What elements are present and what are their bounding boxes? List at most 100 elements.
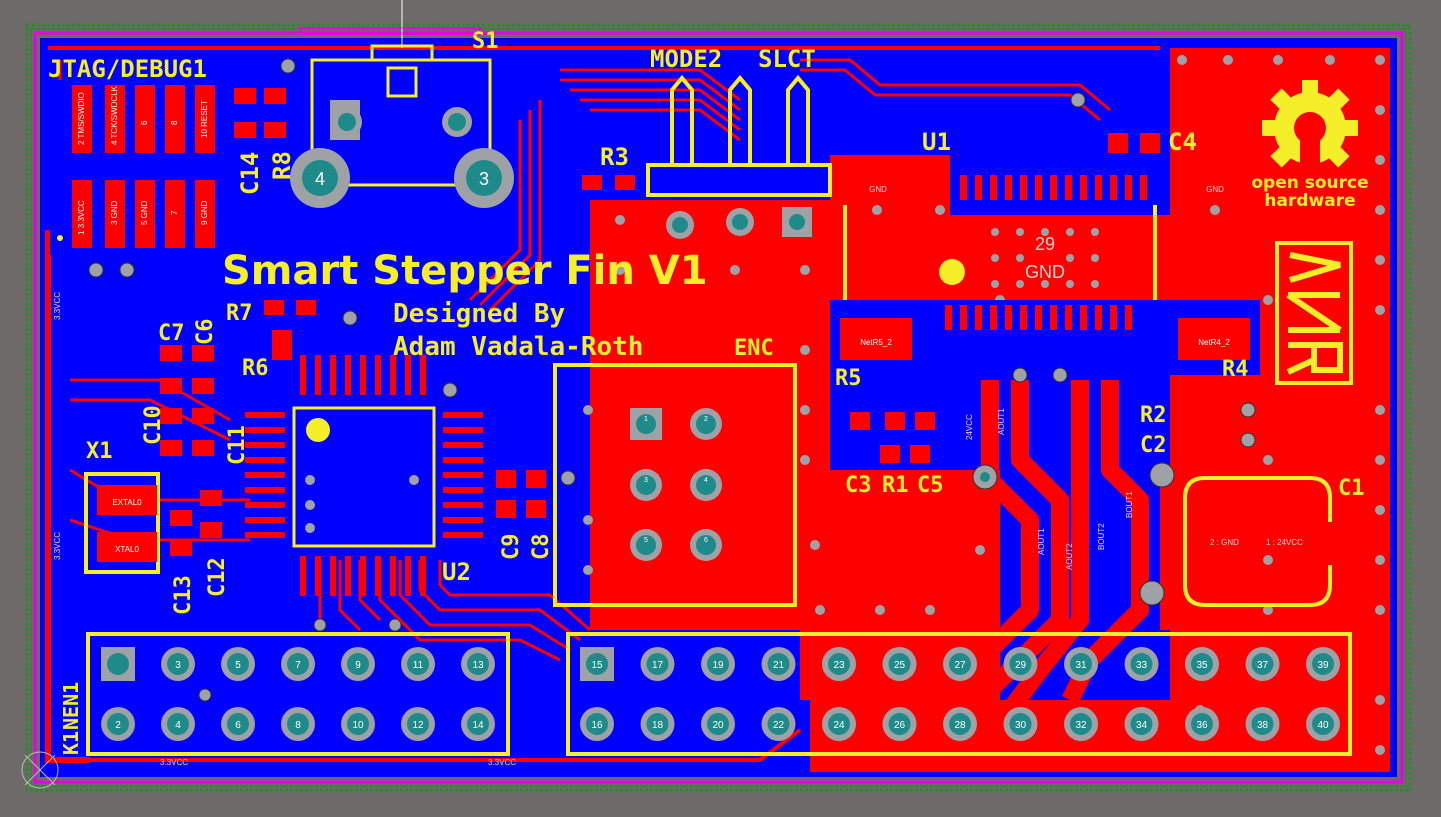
header-pad-drill — [1251, 713, 1274, 735]
header-pad-drill — [227, 713, 249, 735]
mcu-u2[interactable] — [245, 355, 483, 596]
header-pad-drill — [107, 713, 129, 735]
label-c5: C5 — [917, 473, 944, 498]
keepout-outline — [33, 31, 1404, 784]
header-pad-number: 8 — [295, 720, 301, 731]
header-pad-drill — [888, 653, 911, 675]
header-pad-drill — [767, 653, 790, 675]
label-r4: R4 — [1222, 357, 1249, 382]
header-pad-number: 22 — [773, 720, 785, 731]
net-aout1-upper: AOUT1 — [997, 408, 1006, 435]
header-pad: 7 — [281, 647, 315, 681]
smd-passives — [160, 88, 1230, 556]
header-pad-number: 36 — [1196, 720, 1208, 731]
silkscreen-labels: JTAG/DEBUG1 S1 MODE2 SLCT U1 C4 R3 C14 R… — [48, 29, 1365, 755]
label-r5: R5 — [835, 366, 862, 391]
header-left[interactable] — [86, 632, 510, 756]
enc-pad: 5 — [644, 537, 648, 544]
net-3v3-bottom: 3.3VCC — [160, 758, 188, 767]
resistor-r5[interactable]: NetR5_2 — [835, 300, 940, 370]
trace-bottom-power-2 — [520, 728, 802, 762]
header-pad-number: 14 — [472, 720, 484, 731]
header-pad-drill — [1251, 653, 1274, 675]
header-pad-drill — [227, 653, 249, 675]
x1-xtal-net: XTAL0 — [115, 545, 139, 554]
label-x1: X1 — [86, 439, 113, 464]
net-3v3-left-top: 3.3VCC — [53, 292, 62, 320]
oshw-text-2: hardware — [1264, 191, 1355, 211]
header-pad-drill — [646, 713, 669, 735]
header-pad-drill — [707, 713, 729, 735]
net-aout2: AOUT2 — [1065, 543, 1074, 570]
header-pad-drill — [828, 713, 850, 735]
label-c1: C1 — [1338, 476, 1365, 501]
header-pad: 36 — [1185, 707, 1219, 741]
net-3v3-left: 3.3VCC — [53, 532, 62, 560]
label-r6: R6 — [242, 356, 269, 381]
enc-pad: 1 — [644, 416, 648, 423]
header-pad-number: 31 — [1075, 660, 1087, 671]
trace-left-power — [45, 230, 90, 763]
switch-s1[interactable]: 4 3 — [290, 0, 514, 208]
header-pad-number: 18 — [652, 720, 664, 731]
header-pad-drill — [287, 653, 309, 675]
label-nen1: NEN1 — [59, 682, 83, 730]
mode-slct-header[interactable] — [646, 74, 832, 197]
header-pad: 9 — [341, 647, 375, 681]
jtag-pin-label: 1 3.3VCC — [77, 200, 86, 235]
crystal-x1[interactable]: EXTAL0 XTAL0 — [84, 472, 160, 574]
label-r8: R8 — [268, 151, 296, 180]
capacitor-c1[interactable]: 2 : GND 1 : 24VCC — [1183, 476, 1332, 607]
header-pad: 11 — [401, 647, 435, 681]
label-enc: ENC — [734, 336, 774, 361]
header-pad: 33 — [1124, 647, 1159, 681]
encoder-enc[interactable]: 1 2 3 4 5 6 — [553, 363, 797, 607]
driver-u1[interactable]: 29 GND — [843, 155, 1170, 330]
s1-pad-number: 3 — [479, 169, 489, 189]
board-edge-inner — [30, 28, 1407, 787]
header-pad: 22 — [761, 707, 796, 741]
header-pad: 20 — [701, 707, 735, 741]
header-pad-number: 39 — [1317, 660, 1329, 671]
enc-pad: 3 — [644, 477, 648, 484]
enc-pad: 6 — [704, 537, 708, 544]
header-pad-number: 6 — [235, 720, 241, 731]
header-pad-number: 4 — [175, 720, 181, 731]
label-k1: K1 — [59, 731, 83, 755]
enc-pad: 2 — [704, 416, 708, 423]
jtag-pin-label: 10 RESET — [200, 100, 209, 138]
jtag-pin-label: 2 TMS/SWDIO — [77, 92, 86, 145]
net-24vcc: 24VCC — [965, 414, 974, 440]
header-pad: 25 — [882, 647, 917, 681]
label-c2: C2 — [1140, 433, 1167, 458]
header-pad-drill — [1070, 653, 1092, 675]
header-pad: 28 — [943, 707, 977, 741]
net-aout1-lower: AOUT1 — [1037, 528, 1046, 555]
jtag-header[interactable]: 2 TMS/SWDIO 4 TCK/SWDCLK 6 8 10 RESET 1 … — [50, 80, 230, 255]
board-edge — [25, 23, 1412, 792]
label-c4: C4 — [1168, 128, 1197, 156]
header-pad-drill — [1130, 713, 1153, 735]
label-r1: R1 — [882, 473, 909, 498]
header-pad-drill — [287, 713, 309, 735]
label-u1: U1 — [922, 128, 951, 156]
header-pad-drill — [707, 653, 729, 675]
enc-pad: 4 — [704, 477, 708, 484]
label-mode2: MODE2 — [650, 45, 722, 73]
header-pad-drill — [767, 713, 790, 735]
label-slct: SLCT — [758, 45, 816, 73]
header-pad-number: 32 — [1075, 720, 1087, 731]
header-pad: 19 — [701, 647, 735, 681]
header-pad: 30 — [1003, 707, 1038, 741]
header-pad-drill — [347, 653, 369, 675]
header-pad: 40 — [1306, 707, 1340, 741]
resistor-r4[interactable]: NetR4_2 — [1160, 300, 1260, 375]
header-pad: 12 — [401, 707, 435, 741]
jtag-pin-label: 8 — [170, 120, 179, 125]
header-pad: 32 — [1064, 707, 1098, 741]
header-pad: 39 — [1306, 647, 1340, 681]
header-pad-drill — [1009, 653, 1032, 675]
label-c3: C3 — [845, 473, 872, 498]
board-author: Adam Vadala-Roth — [393, 332, 643, 362]
